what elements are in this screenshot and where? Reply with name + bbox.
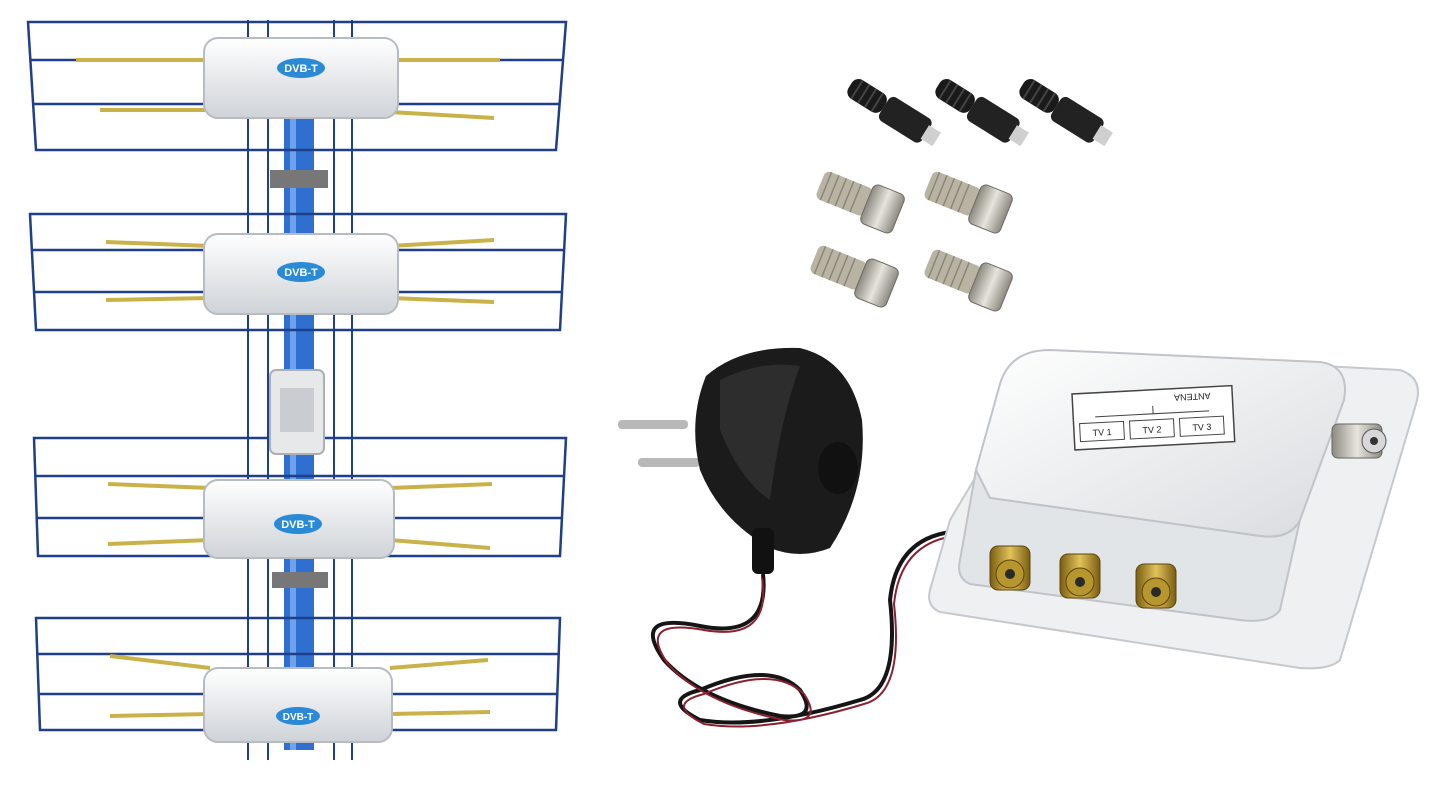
iec-plug-3 <box>1019 79 1113 147</box>
f-connector-4 <box>924 249 1013 312</box>
output-port-tv1 <box>989 545 1031 591</box>
port-label-tv2: TV 2 <box>1142 424 1162 435</box>
dvbt-panel-2: DVB-T <box>203 233 399 315</box>
antenna: DVB-T DVB-T DVB-T DVB-T <box>26 20 568 760</box>
antenna-input-label: ANTENA <box>1174 391 1211 403</box>
iec-plug-1 <box>847 79 941 147</box>
plug-pin-top <box>618 420 688 429</box>
port-diagram-label: ANTENA TV 1 TV 2 TV 3 <box>1071 384 1236 451</box>
power-cable <box>651 530 951 725</box>
power-adapter <box>618 347 955 728</box>
iec-plugs <box>847 79 1113 147</box>
f-connector-3 <box>810 245 899 308</box>
dvbt-panel-4: DVB-T <box>203 667 393 743</box>
port-label-tv3: TV 3 <box>1192 422 1212 433</box>
plug-pin-bottom <box>638 458 700 467</box>
antenna-dipoles <box>76 58 500 718</box>
antenna-amplifier <box>269 369 325 455</box>
dvbt-badge: DVB-T <box>284 267 318 279</box>
f-connector-1 <box>816 171 905 234</box>
mast-clamps <box>270 170 328 588</box>
dvbt-badge: DVB-T <box>284 63 318 75</box>
dvbt-panel-1: DVB-T <box>203 37 399 119</box>
f-connector-2 <box>924 171 1013 234</box>
f-connectors <box>810 171 1013 312</box>
output-port-tv2 <box>1059 553 1101 599</box>
port-label-tv1: TV 1 <box>1092 427 1112 438</box>
dvbt-badge: DVB-T <box>283 712 314 723</box>
antenna-input-port <box>1331 423 1387 459</box>
iec-plug-2 <box>935 79 1029 147</box>
output-port-tv3 <box>1135 563 1177 609</box>
dvbt-badge: DVB-T <box>281 519 315 531</box>
splitter-box: ANTENA TV 1 TV 2 TV 3 <box>928 348 1419 670</box>
dvbt-panel-3: DVB-T <box>203 479 395 559</box>
